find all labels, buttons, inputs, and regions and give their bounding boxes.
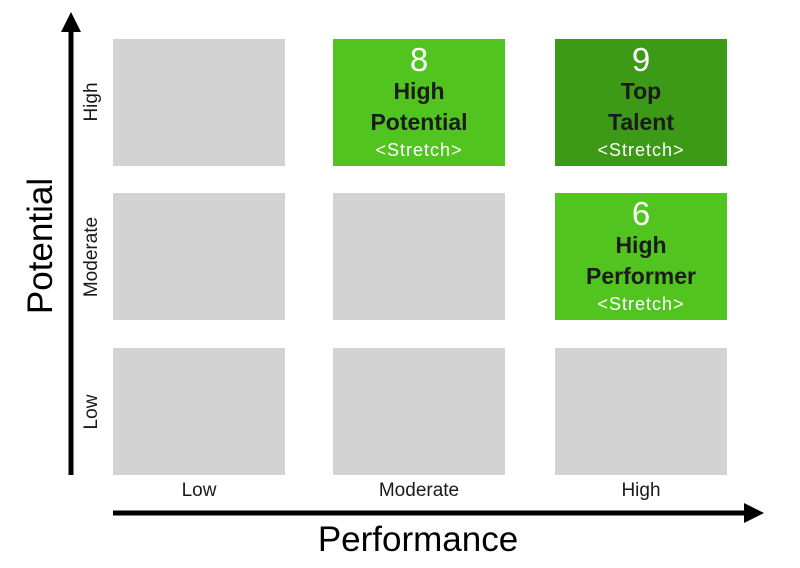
y-tick-high: High xyxy=(81,82,102,122)
y-tick-low: Low xyxy=(81,394,102,430)
x-axis-label: Performance xyxy=(317,520,519,559)
cell-tag: <Stretch> xyxy=(597,294,685,314)
grid-cell-r1-c1 xyxy=(333,193,505,320)
grid-cell-r1-c0 xyxy=(113,193,285,320)
y-axis-arrowhead xyxy=(61,12,81,32)
cell-number: 6 xyxy=(631,195,651,232)
cell-number: 8 xyxy=(409,41,429,78)
grid-cell-r2-c0 xyxy=(113,348,285,475)
x-tick-moderate: Moderate xyxy=(378,480,460,501)
cell-title-line: Talent xyxy=(607,109,675,135)
cell-tag: <Stretch> xyxy=(597,140,685,160)
cell-title-line: High xyxy=(393,78,445,104)
cell-title-line: Performer xyxy=(586,263,696,289)
cell-tag: <Stretch> xyxy=(375,140,463,160)
cell-number: 9 xyxy=(631,41,651,78)
grid-cell-r2-c2 xyxy=(555,348,727,475)
x-axis-arrowhead xyxy=(744,503,764,523)
y-axis-label: Potential xyxy=(21,177,60,315)
grid-cell-r2-c1 xyxy=(333,348,505,475)
x-tick-high: High xyxy=(621,480,661,501)
grid-cell-r0-c0 xyxy=(113,39,285,166)
y-tick-moderate: Moderate xyxy=(81,216,102,298)
cell-title-line: Potential xyxy=(370,109,468,135)
x-tick-low: Low xyxy=(181,480,217,501)
cell-title-line: High xyxy=(615,232,667,258)
cell-title-line: Top xyxy=(620,78,662,104)
